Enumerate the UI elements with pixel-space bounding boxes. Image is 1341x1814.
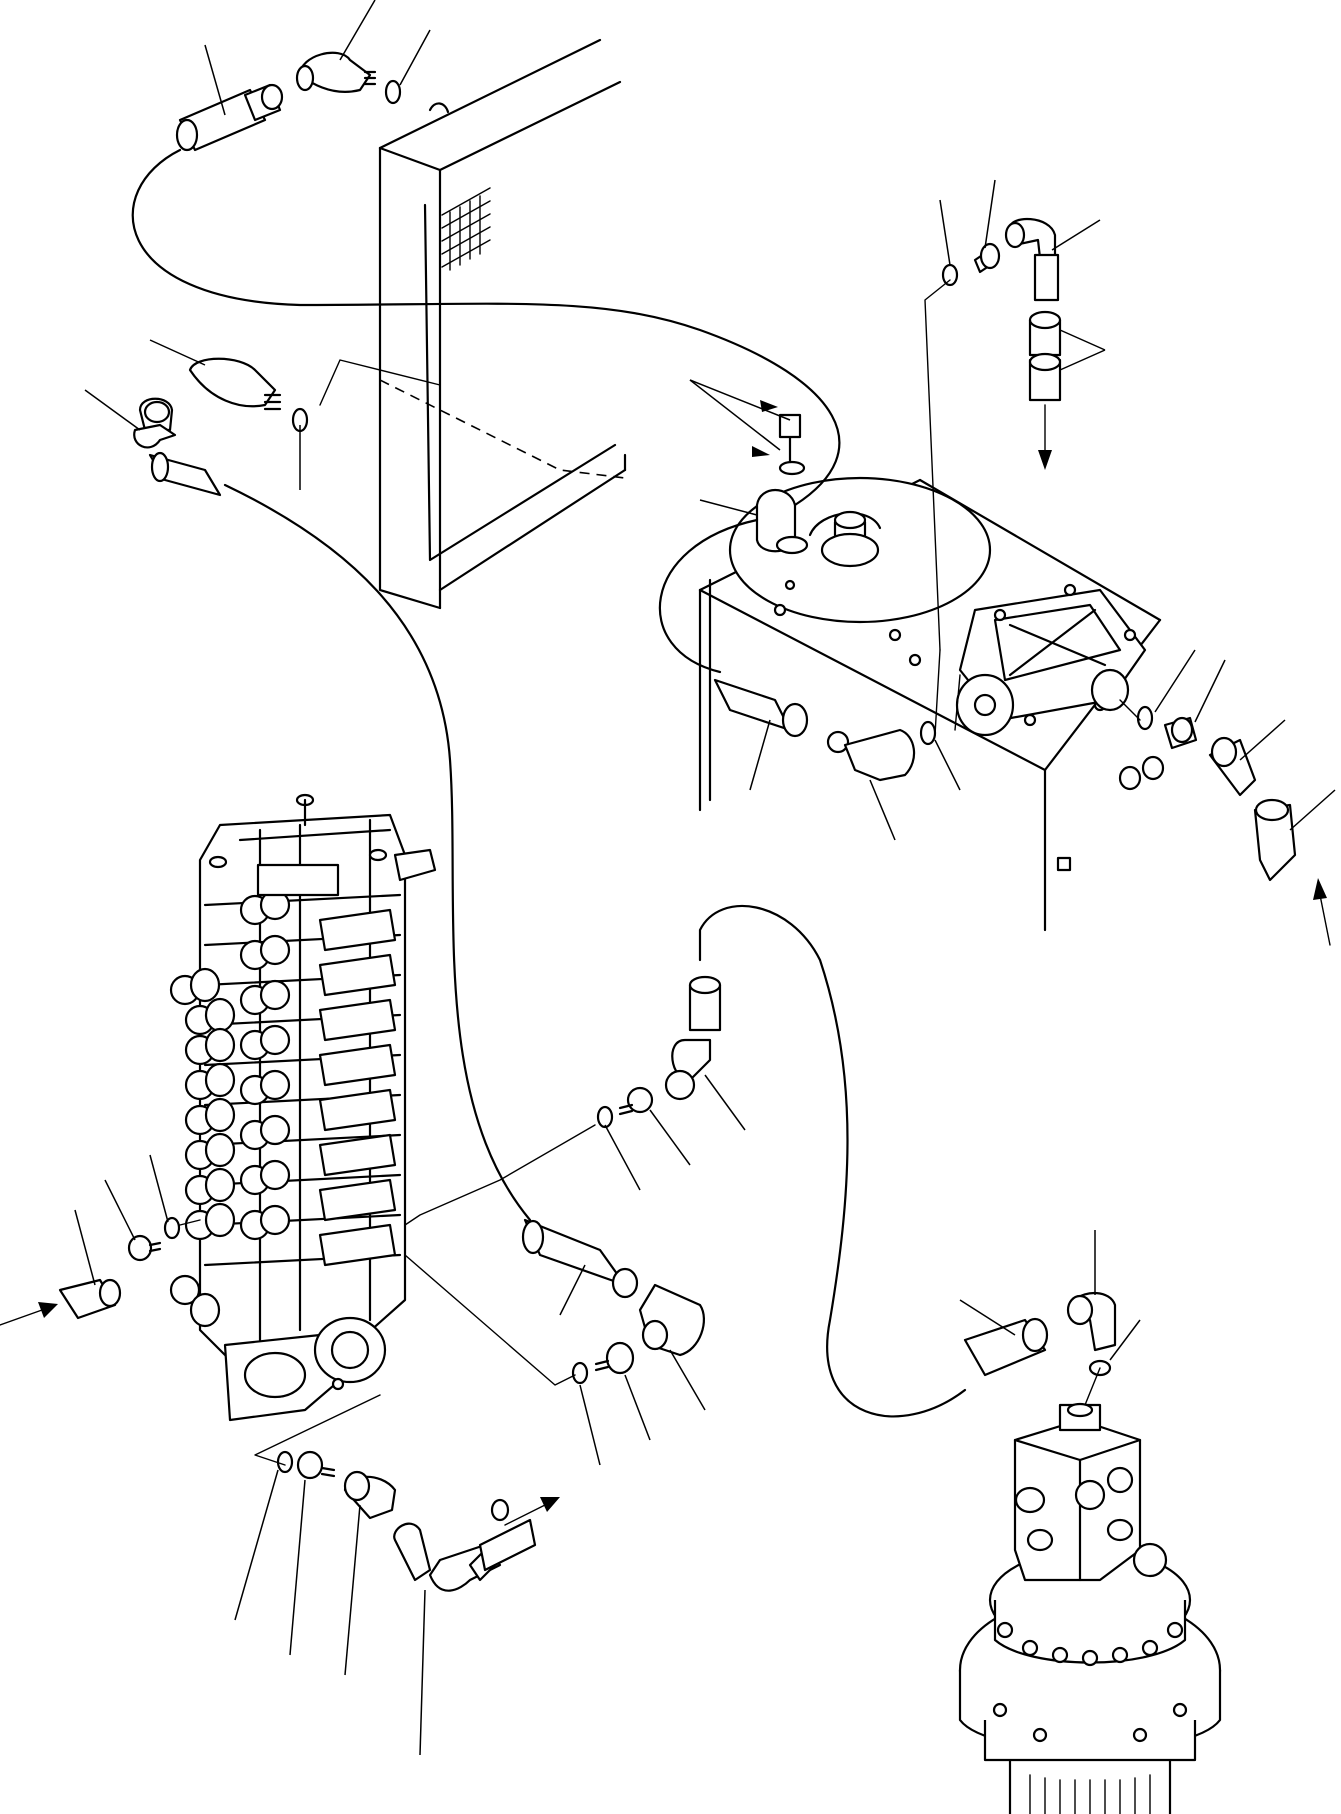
fitting-group-left-inlet — [58, 1216, 181, 1320]
flow-arrow-icon — [1038, 404, 1052, 470]
fitting-group-valve-side — [521, 1218, 705, 1385]
o-ring — [919, 720, 937, 746]
adapter — [605, 1341, 635, 1375]
o-ring — [941, 263, 959, 287]
elbow-fitting — [188, 357, 277, 408]
leader-lines — [74, 0, 1336, 1756]
fitting-group-mid-left — [133, 357, 309, 497]
connection-lines — [179, 279, 1141, 1466]
o-ring — [1136, 705, 1154, 731]
swing-motor — [958, 1402, 1222, 1814]
o-ring — [596, 1105, 614, 1129]
elbow-fitting — [298, 51, 372, 93]
hydraulic-tank — [698, 413, 1165, 932]
hoses — [131, 148, 967, 1418]
hose-clamp — [755, 489, 809, 555]
top-port-fitting — [393, 848, 437, 882]
adapter — [127, 1234, 153, 1262]
flow-arrow-icon — [752, 400, 778, 457]
control-valve-stack — [169, 793, 437, 1422]
valve-side-plates — [318, 908, 397, 1267]
radiator-grille — [441, 187, 491, 271]
fitting-group-top-left — [175, 51, 402, 152]
hose-fitting — [713, 678, 792, 732]
flow-arrow-icon — [0, 1302, 58, 1326]
output-spline — [1029, 1774, 1151, 1814]
fitting-group-center — [596, 975, 722, 1129]
valve-spool-caps — [169, 889, 291, 1328]
adapter — [296, 1450, 324, 1480]
flow-arrow-icon — [504, 1497, 560, 1526]
o-ring — [276, 1450, 294, 1474]
motor-bolts — [992, 1621, 1188, 1743]
radiator-frame — [378, 38, 627, 610]
flow-arrows — [0, 400, 1331, 1526]
filler-cap — [820, 532, 880, 568]
bolt — [778, 413, 802, 439]
hose-fitting — [1033, 253, 1060, 302]
o-ring — [384, 79, 402, 105]
fitting-group-bottom-left — [276, 1450, 537, 1592]
fitting-group-tank — [713, 678, 1297, 882]
elbow-fitting — [843, 728, 916, 782]
fitting-group-swing-motor — [963, 1292, 1117, 1377]
flow-arrow-icon — [1313, 878, 1331, 946]
fitting-group-top-right — [941, 217, 1062, 402]
adapter — [626, 1086, 654, 1114]
hose-fitting — [478, 1518, 537, 1572]
filter-housing — [955, 583, 1147, 737]
o-ring — [163, 1216, 181, 1240]
o-ring — [571, 1361, 589, 1385]
motor-side-port — [1132, 1542, 1168, 1578]
